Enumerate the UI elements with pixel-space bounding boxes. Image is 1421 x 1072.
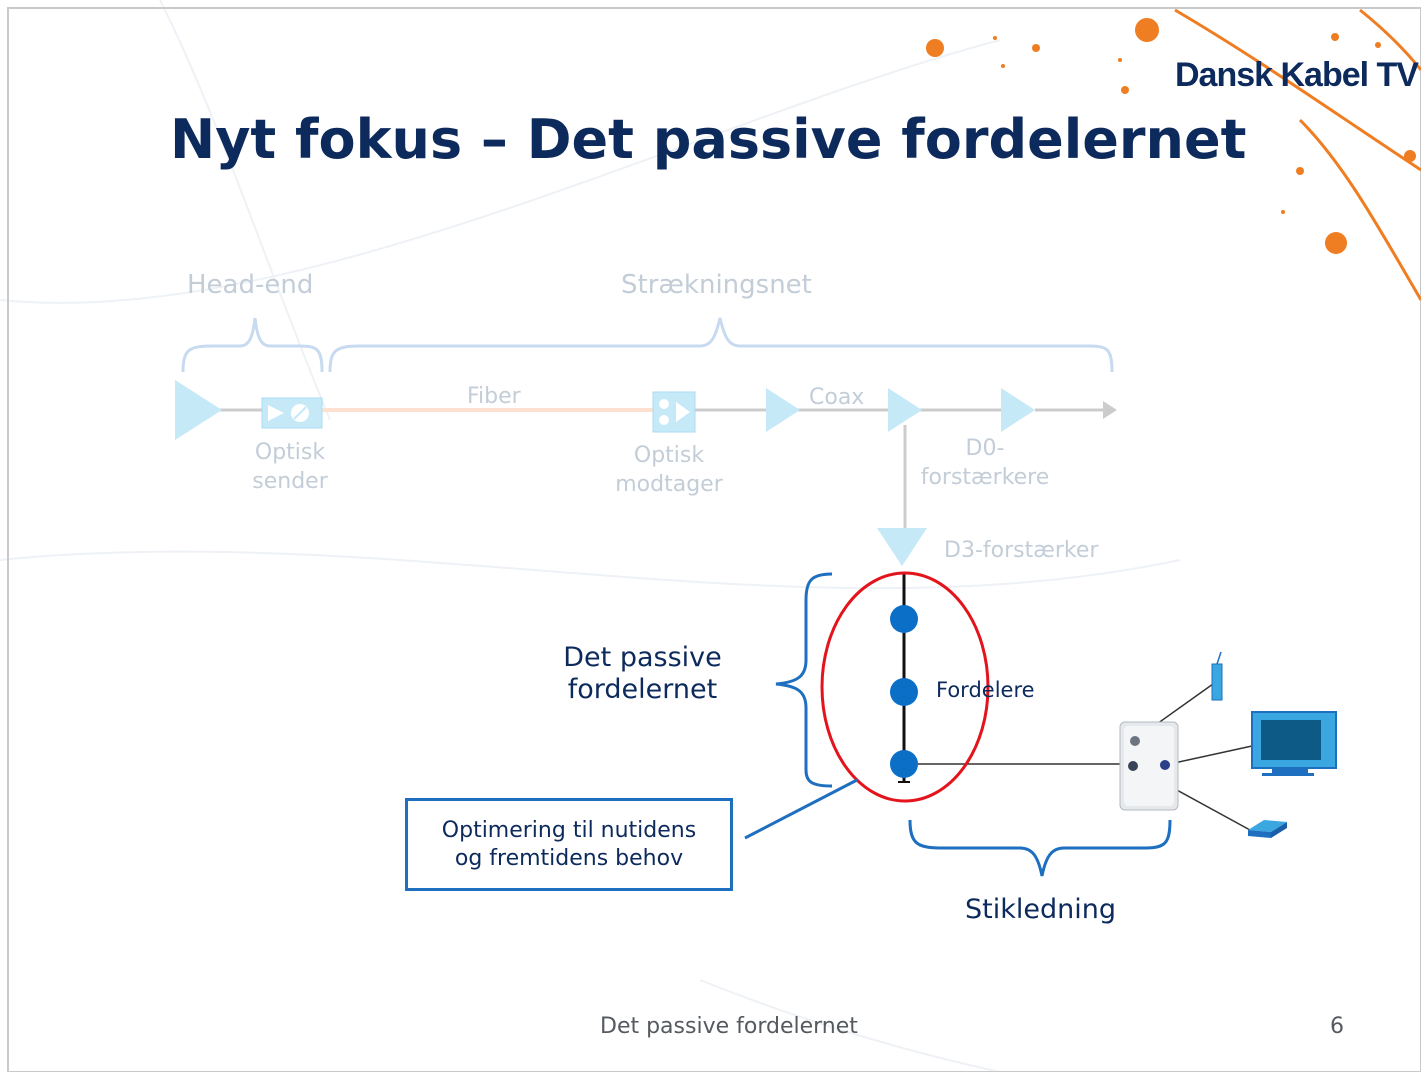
- amplifier-icon: [888, 388, 922, 432]
- straekningsnet-label: Strækningsnet: [621, 270, 812, 300]
- stikledning-label: Stikledning: [965, 894, 1116, 925]
- callout-pointer: [744, 778, 858, 840]
- splitter-icon: [890, 678, 918, 706]
- page-number: 6: [1330, 1014, 1344, 1039]
- optical-receiver-icon: [652, 391, 696, 433]
- d3-label: D3-forstærker: [944, 538, 1099, 563]
- coax-label: Coax: [809, 385, 865, 410]
- splitter-icon: [890, 750, 918, 778]
- radio-icon: [1211, 651, 1223, 701]
- splitter-icon: [890, 605, 918, 633]
- fordelere-label: Fordelere: [936, 678, 1035, 702]
- background-swirls: [0, 0, 1181, 1072]
- logo: Dansk Kabel TV: [1175, 56, 1419, 94]
- optical-sender-icon: [261, 397, 323, 429]
- head-end-brace: [181, 317, 324, 373]
- amplifier-icon: [877, 528, 927, 566]
- wall-outlet-icon: [1119, 721, 1179, 811]
- straekningsnet-brace: [328, 317, 1114, 373]
- optisk-modtager-label: Optisk modtager: [615, 443, 723, 497]
- footer-title: Det passive fordelernet: [600, 1014, 858, 1039]
- passive-network: [744, 571, 1172, 877]
- amplifier-icon: [175, 380, 222, 440]
- page-title: Nyt fokus – Det passive fordelernet: [170, 108, 1247, 171]
- customer-premises: [1119, 651, 1337, 838]
- tv-icon: [1251, 711, 1337, 776]
- amplifier-icon: [766, 388, 800, 432]
- logo-decoration: [926, 8, 1421, 301]
- fiber-label: Fiber: [467, 384, 521, 409]
- callout-box: Optimering til nutidens og fremtidens be…: [405, 798, 733, 891]
- amplifier-icon: [1001, 388, 1035, 432]
- upper-network: [175, 317, 1117, 566]
- optisk-sender-label: Optisk sender: [252, 440, 328, 494]
- slide-border: [7, 7, 1421, 1072]
- head-end-label: Head-end: [187, 270, 314, 300]
- passive-brace: [775, 572, 833, 788]
- modem-icon: [1248, 820, 1287, 838]
- stikledning-brace: [908, 819, 1172, 877]
- highlight-ellipse: [820, 571, 990, 803]
- d0-label: D0- forstærkere: [920, 436, 1050, 490]
- arrow-head-icon: [1103, 401, 1117, 419]
- passive-network-label: Det passive fordelernet: [563, 642, 722, 705]
